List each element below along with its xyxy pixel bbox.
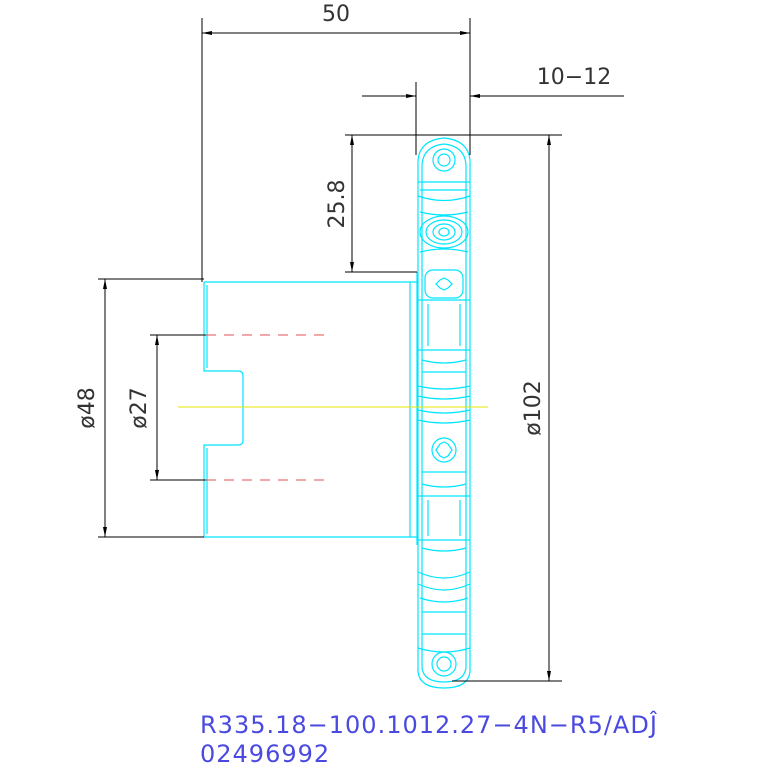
dimension-25-8: 25.8 <box>325 180 350 229</box>
dimension-10-12: 10−12 <box>537 65 611 90</box>
dimension-dia-48: ø48 <box>75 387 100 428</box>
dimension-dia-27: ø27 <box>127 387 152 428</box>
dimension-lines <box>98 18 624 682</box>
dimension-50: 50 <box>322 2 350 27</box>
article-number: 02496992 <box>200 740 330 767</box>
hidden-lines <box>206 334 325 481</box>
dimension-dia-102: ø102 <box>521 380 546 435</box>
hinge-outline <box>203 137 471 689</box>
product-code: R335.18−100.1012.27−4N−R5/ADĴ <box>200 710 658 739</box>
